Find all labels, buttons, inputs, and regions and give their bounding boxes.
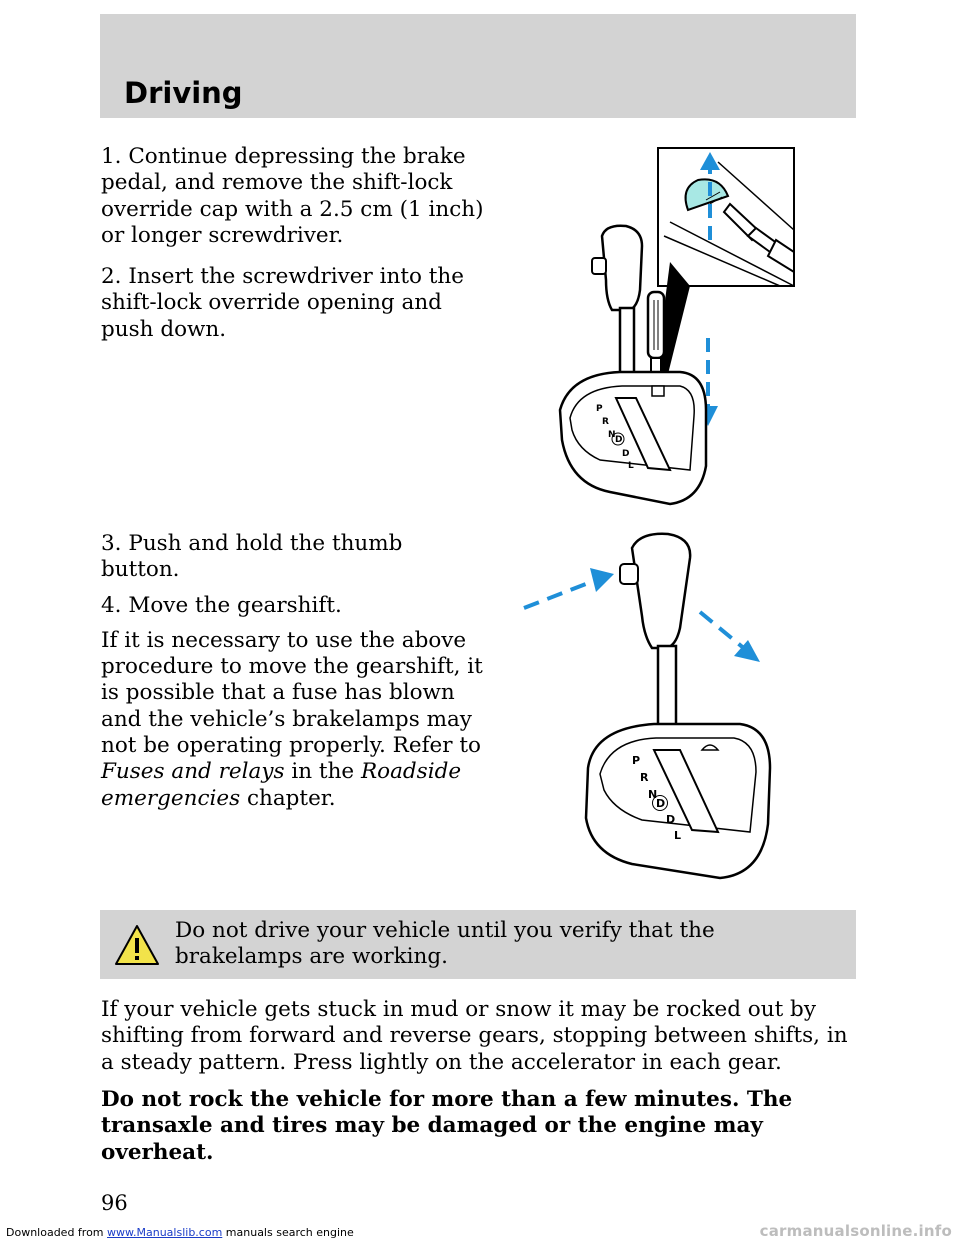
step-2-text: 2. Insert the screwdriver into the shift…: [101, 264, 464, 342]
shift-lock-override-illustration: P R N D D L: [558, 147, 795, 506]
warning-triangle-icon: [115, 925, 159, 965]
header-band: [100, 14, 856, 118]
override-cap-icon: [684, 178, 730, 212]
gearshift-move-illustration: P R N D D L: [523, 532, 772, 880]
gear-label-d: D: [666, 813, 675, 826]
fuse-note-part-2: in the: [284, 759, 361, 785]
gear-label-l: L: [628, 461, 634, 471]
footer: Downloaded from www.Manualslib.com manua…: [0, 1222, 960, 1242]
rocking-paragraph: If your vehicle gets stuck in mud or sno…: [101, 997, 848, 1075]
watermark-text: carmanualsonline.info: [759, 1222, 952, 1240]
gear-label-n: N: [608, 430, 616, 440]
manualslib-link[interactable]: www.Manualslib.com: [107, 1226, 223, 1239]
gear-label-n: N: [648, 788, 657, 801]
footer-downloaded-from: Downloaded from: [6, 1226, 108, 1239]
gear-label-d: D: [622, 449, 629, 459]
warning-box: Do not drive your vehicle until you veri…: [100, 910, 856, 979]
step-1-text: 1. Continue depressing the brake pedal, …: [101, 144, 484, 248]
gear-label-p: P: [596, 404, 603, 414]
up-arrow-icon: [700, 152, 720, 170]
thumb-button: [619, 563, 639, 585]
rocking-bold-warning: Do not rock the vehicle for more than a …: [101, 1087, 793, 1165]
fuse-note-paragraph: If it is necessary to use the above proc…: [101, 628, 486, 812]
gearshift-handle: [600, 224, 644, 312]
gear-label-l: L: [674, 829, 681, 842]
step-4-text: 4. Move the gearshift.: [101, 592, 342, 618]
gear-label-od: D: [656, 797, 665, 810]
steps-block-2: 3. Push and hold the thumb button. 4. Mo…: [101, 531, 486, 812]
screwdriver: [646, 290, 666, 360]
fuse-note-part-1: If it is necessary to use the above proc…: [101, 627, 483, 759]
warning-text: Do not drive your vehicle until you veri…: [175, 918, 715, 969]
gear-label-r: R: [602, 417, 609, 427]
gearshift-handle: [630, 532, 692, 650]
steps-block-1: 1. Continue depressing the brake pedal, …: [101, 144, 486, 343]
section-title: Driving: [124, 76, 243, 110]
roadside-emergencies-reference: Roadside emergencies: [101, 759, 462, 811]
gear-label-od: D: [615, 435, 622, 445]
footer-tagline: manuals search engine: [222, 1226, 354, 1239]
fuses-relays-reference: Fuses and relays: [101, 759, 285, 785]
gear-label-r: R: [640, 771, 649, 784]
step-3-text: 3. Push and hold the thumb button.: [101, 531, 403, 583]
gear-label-p: P: [632, 754, 640, 767]
footer-source: Downloaded from www.Manualslib.com manua…: [6, 1226, 354, 1239]
fuse-note-part-3: chapter.: [240, 785, 336, 811]
push-arrow-icon: [590, 568, 614, 592]
page-number: 96: [101, 1191, 128, 1215]
move-arrow-icon: [734, 640, 760, 662]
thumb-button: [591, 257, 607, 275]
